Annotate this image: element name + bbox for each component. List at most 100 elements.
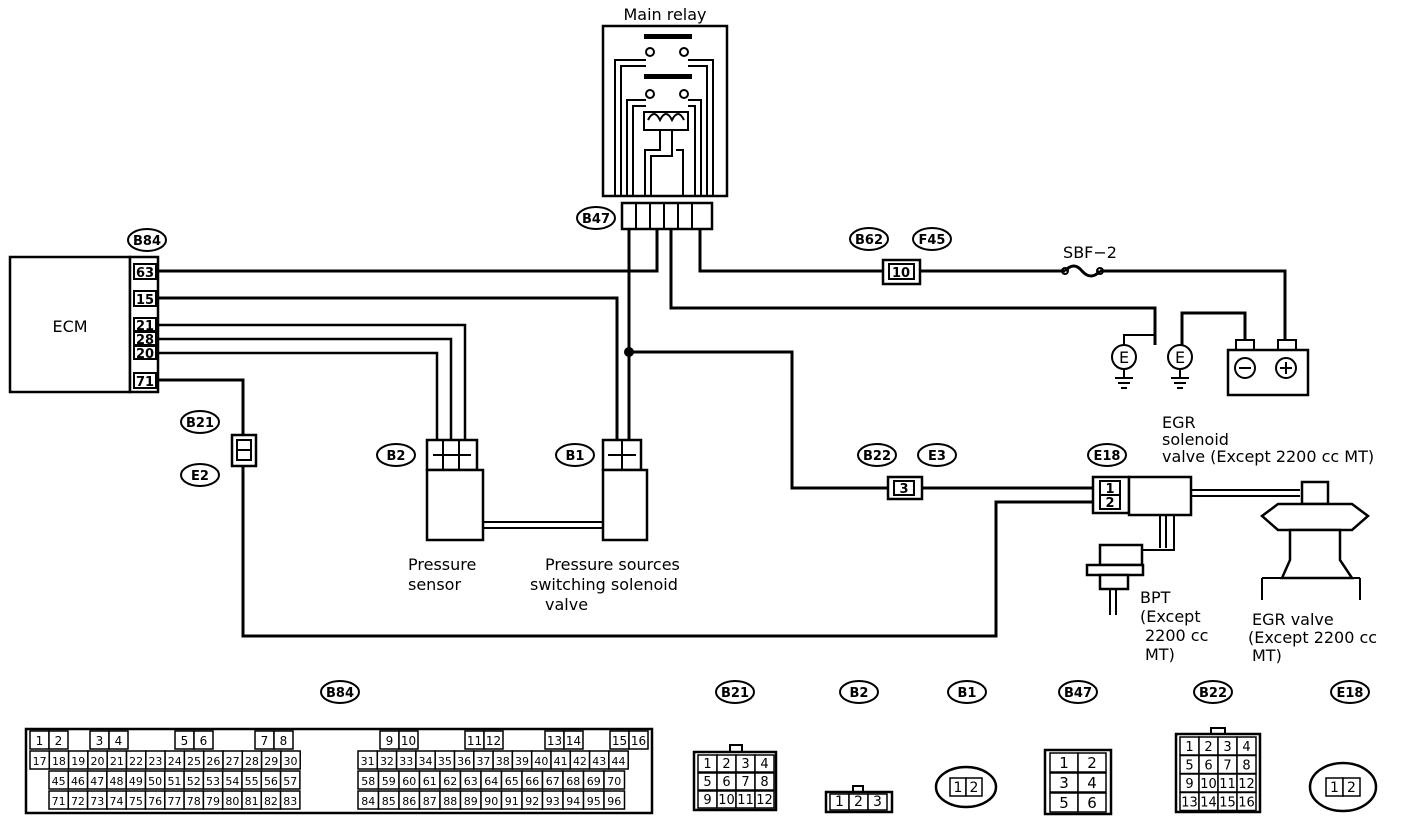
pin-number: 78 — [187, 795, 201, 808]
svg-text:Pressure sources: Pressure sources — [545, 555, 680, 574]
legend-tag-b2 — [839, 680, 879, 704]
egr-valve: EGR valve (Except 2200 cc MT) — [1248, 480, 1377, 665]
pin-number: 25 — [187, 755, 201, 768]
b84-tag — [127, 228, 167, 252]
svg-text:switching solenoid: switching solenoid — [530, 575, 678, 594]
pin-number: 8 — [280, 734, 288, 748]
pin-number: 7 — [741, 775, 749, 790]
pin-number: 72 — [71, 795, 85, 808]
pin-number: 67 — [546, 775, 560, 788]
svg-text:valve (Except 2200 cc MT): valve (Except 2200 cc MT) — [1162, 447, 1374, 466]
pin-cell — [1077, 772, 1107, 793]
svg-text:2: 2 — [1105, 496, 1114, 511]
pin-cell — [628, 730, 649, 750]
pin-number: 8 — [1242, 759, 1250, 774]
svg-text:Pressure: Pressure — [408, 555, 476, 574]
wires — [158, 229, 1287, 638]
pin-number: 81 — [245, 795, 259, 808]
pin-number: 1 — [954, 780, 963, 796]
pin-number: 39 — [515, 755, 529, 768]
pin-number: 29 — [264, 755, 278, 768]
pin-number: 12 — [1238, 777, 1255, 792]
pin-number: 86 — [402, 795, 416, 808]
pin-cell — [280, 750, 301, 770]
svg-text:EGR: EGR — [1162, 413, 1196, 432]
pin-number: 23 — [148, 755, 162, 768]
pin-number: 2 — [970, 780, 979, 796]
svg-text:B21: B21 — [721, 686, 749, 701]
pin-number: 2 — [722, 757, 730, 772]
b21-e2-connector: B21 E2 — [180, 410, 258, 487]
svg-text:B2: B2 — [387, 449, 406, 464]
svg-text:EGR valve: EGR valve — [1252, 610, 1334, 629]
pin-number: 56 — [264, 775, 278, 788]
b2-tag — [376, 443, 416, 467]
b62-f45-connector: B62 F45 10 — [849, 227, 952, 286]
legend-tag-b47 — [1058, 680, 1098, 704]
pin-number: 20 — [91, 755, 105, 768]
pin-number: 2 — [854, 794, 863, 810]
pin-cell — [608, 750, 629, 770]
pin-number: 3 — [96, 734, 104, 748]
svg-text:E2: E2 — [191, 469, 209, 484]
legend-tag-b1 — [947, 680, 987, 704]
pin-number: 43 — [592, 755, 606, 768]
pin-number: 58 — [361, 775, 375, 788]
pin-number: 45 — [52, 775, 66, 788]
pressure-sensor: B2 Pressure sensor — [376, 438, 485, 594]
pin-cell — [754, 754, 775, 773]
ecm-pin: 21 — [136, 319, 154, 334]
pin-number: 11 — [737, 793, 754, 808]
svg-text:solenoid: solenoid — [1162, 430, 1229, 449]
b21-tag — [180, 410, 220, 434]
pin-cell — [48, 730, 69, 750]
pin-number: 84 — [361, 795, 375, 808]
vacuum-hose — [483, 521, 603, 529]
pin-number: 34 — [419, 755, 433, 768]
pin-number: 4 — [1087, 774, 1097, 792]
pin-number: 22 — [129, 755, 143, 768]
pin-number: 41 — [554, 755, 568, 768]
pin-number: 3 — [1223, 740, 1231, 755]
pin-cell — [1077, 792, 1107, 813]
pin-number: 5 — [703, 775, 711, 790]
pin-number: 26 — [206, 755, 220, 768]
pin-number: 51 — [167, 775, 181, 788]
pin-number: 2 — [1204, 740, 1212, 755]
main-relay: Main relay — [601, 5, 729, 198]
pin-number: 6 — [200, 734, 208, 748]
pin-number: 76 — [148, 795, 162, 808]
pin-number: 10 — [1200, 777, 1217, 792]
pin-number: 69 — [587, 775, 601, 788]
pin-number: 3 — [1059, 774, 1069, 792]
pin-number: 37 — [476, 755, 490, 768]
svg-text:E18: E18 — [1094, 449, 1121, 464]
pin-number: 9 — [1185, 777, 1193, 792]
pin-number: 16 — [631, 734, 646, 748]
pin-number: 94 — [566, 795, 580, 808]
pin-number: 13 — [547, 734, 562, 748]
svg-text:1: 1 — [1105, 482, 1114, 497]
pin-cell — [603, 790, 626, 810]
pin-number: 96 — [607, 795, 621, 808]
svg-text:BPT: BPT — [1140, 588, 1171, 607]
e2-tag — [180, 463, 220, 487]
ecm-pin: 63 — [136, 266, 154, 281]
legend-tag-b84 — [320, 680, 360, 704]
pin-number: 30 — [284, 755, 298, 768]
pin-number: 10 — [718, 793, 735, 808]
pin-number: 46 — [71, 775, 85, 788]
sbf-2-fuse: SBF−2 — [1061, 243, 1117, 278]
svg-text:B22: B22 — [863, 449, 891, 464]
pin-number: 33 — [399, 755, 413, 768]
svg-text:MT): MT) — [1252, 646, 1282, 665]
pin-number: 6 — [722, 775, 730, 790]
b62-tag — [849, 227, 889, 251]
pin-cell — [1236, 791, 1257, 812]
pin-number: 48 — [110, 775, 124, 788]
pin-number: 91 — [505, 795, 519, 808]
pin-number: 85 — [382, 795, 396, 808]
svg-text:MT): MT) — [1145, 645, 1175, 664]
